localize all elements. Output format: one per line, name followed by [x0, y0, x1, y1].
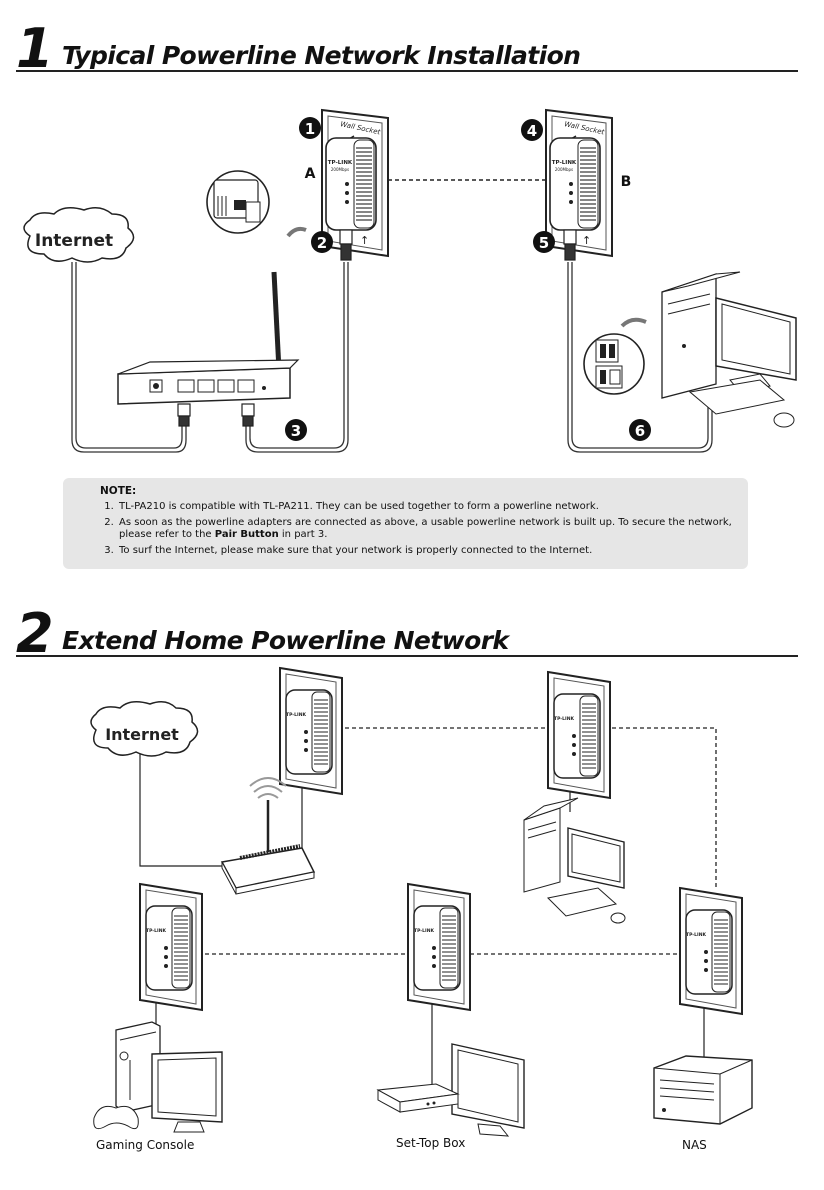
- adapter-brand-bl: TP-LINK: [146, 928, 166, 934]
- step-badges: 1 2 3 4 5 6: [285, 117, 651, 441]
- gaming-console: [93, 1021, 223, 1133]
- note-item-2-text: As soon as the powerline adapters are co…: [119, 517, 732, 540]
- internet-to-router: [139, 754, 222, 867]
- nas-device: [653, 1055, 753, 1125]
- wall-socket-a: Wall Socket TP-LINK 200Mbps: [321, 108, 389, 258]
- step-1: 1: [305, 120, 315, 138]
- section-1-header: 1 Typical Powerline Network Installation: [16, 20, 798, 76]
- adapter-brand-b: TP-LINK: [552, 160, 577, 166]
- internet-label-2: Internet: [105, 725, 179, 744]
- step-6: 6: [635, 422, 645, 440]
- internet-cloud-2: Internet: [90, 701, 199, 757]
- desktop-pc: [661, 271, 797, 428]
- section-2-number: 2: [16, 602, 54, 665]
- adapter-brand-a: TP-LINK: [328, 160, 353, 166]
- step-5: 5: [539, 234, 549, 252]
- wall-socket-b: Wall Socket TP-LINK 200Mbps: [545, 108, 613, 258]
- note-item-1: TL-PA210 is compatible with TL-PA211. Th…: [117, 501, 748, 513]
- internet-cloud: Internet: [23, 207, 135, 263]
- pair-button-ref: Pair Button: [214, 529, 279, 540]
- adapter-bottom-middle: [407, 883, 471, 1011]
- device-label-gaming-console: Gaming Console: [96, 1138, 195, 1152]
- pc-port-inset: [583, 333, 645, 395]
- internet-label-1: Internet: [35, 231, 113, 251]
- step-2: 2: [317, 234, 327, 252]
- note-box: NOTE: TL-PA210 is compatible with TL-PA2…: [63, 478, 748, 569]
- adapter-brand-br: TP-LINK: [686, 932, 706, 938]
- device-label-nas: NAS: [682, 1138, 707, 1152]
- adapter-top-right: [547, 671, 611, 799]
- section-1-title: Typical Powerline Network Installation: [62, 41, 581, 70]
- adapter-b-label: B: [621, 174, 632, 190]
- note-item-2-suffix: in part 3.: [278, 529, 328, 540]
- ethernet-plug-b: [563, 229, 577, 261]
- extend-network-diagram: Internet TP-LINK TP-LINK TP-LINK TP-LINK…: [90, 667, 753, 1137]
- adapter-bottom-right: [679, 887, 743, 1015]
- adapter-brand-bm: TP-LINK: [414, 928, 434, 934]
- note-title: NOTE:: [100, 485, 137, 497]
- ethernet-plug-a: [339, 229, 353, 261]
- wireless-router: [220, 777, 316, 895]
- note-item-3: To surf the Internet, please make sure t…: [117, 545, 748, 557]
- note-list: TL-PA210 is compatible with TL-PA211. Th…: [100, 501, 748, 557]
- step-4: 4: [527, 122, 537, 140]
- installation-diagram: Internet Wall Socket TP-LINK 200Mbps A W…: [23, 108, 797, 453]
- adapter-model-a: 200Mbps: [331, 167, 349, 172]
- adapter-to-pc-cable: [567, 262, 713, 453]
- desktop-pc-2: [523, 797, 626, 924]
- section-2-title: Extend Home Powerline Network: [62, 626, 509, 655]
- adapter-top-left: [279, 667, 343, 795]
- arrow-up-a: ↑: [360, 234, 369, 247]
- device-label-set-top-box: Set-Top Box: [396, 1136, 466, 1150]
- arrow-up-b: ↑: [582, 234, 591, 247]
- router-to-adapter-cable: [245, 262, 349, 453]
- curved-arrow-icon-2: [620, 317, 647, 328]
- internet-cable: [71, 262, 187, 453]
- adapter-a-label: A: [305, 166, 316, 182]
- note-item-2: As soon as the powerline adapters are co…: [117, 517, 748, 541]
- adapter-port-inset: [206, 170, 270, 234]
- set-top-box: [376, 1043, 525, 1137]
- step-3: 3: [291, 422, 301, 440]
- curved-arrow-icon: [286, 226, 307, 238]
- adapter-brand-tl: TP-LINK: [286, 712, 306, 718]
- adapter-brand-tr: TP-LINK: [554, 716, 574, 722]
- section-1-number: 1: [16, 17, 54, 80]
- router: [117, 271, 300, 405]
- section-2-header: 2 Extend Home Powerline Network: [16, 605, 798, 661]
- router-plug-lan: [241, 403, 255, 427]
- adapter-bottom-left: [139, 883, 203, 1011]
- adapter-model-b: 200Mbps: [555, 167, 573, 172]
- router-plug-wan: [177, 403, 191, 427]
- powerline-link-right: [612, 727, 717, 888]
